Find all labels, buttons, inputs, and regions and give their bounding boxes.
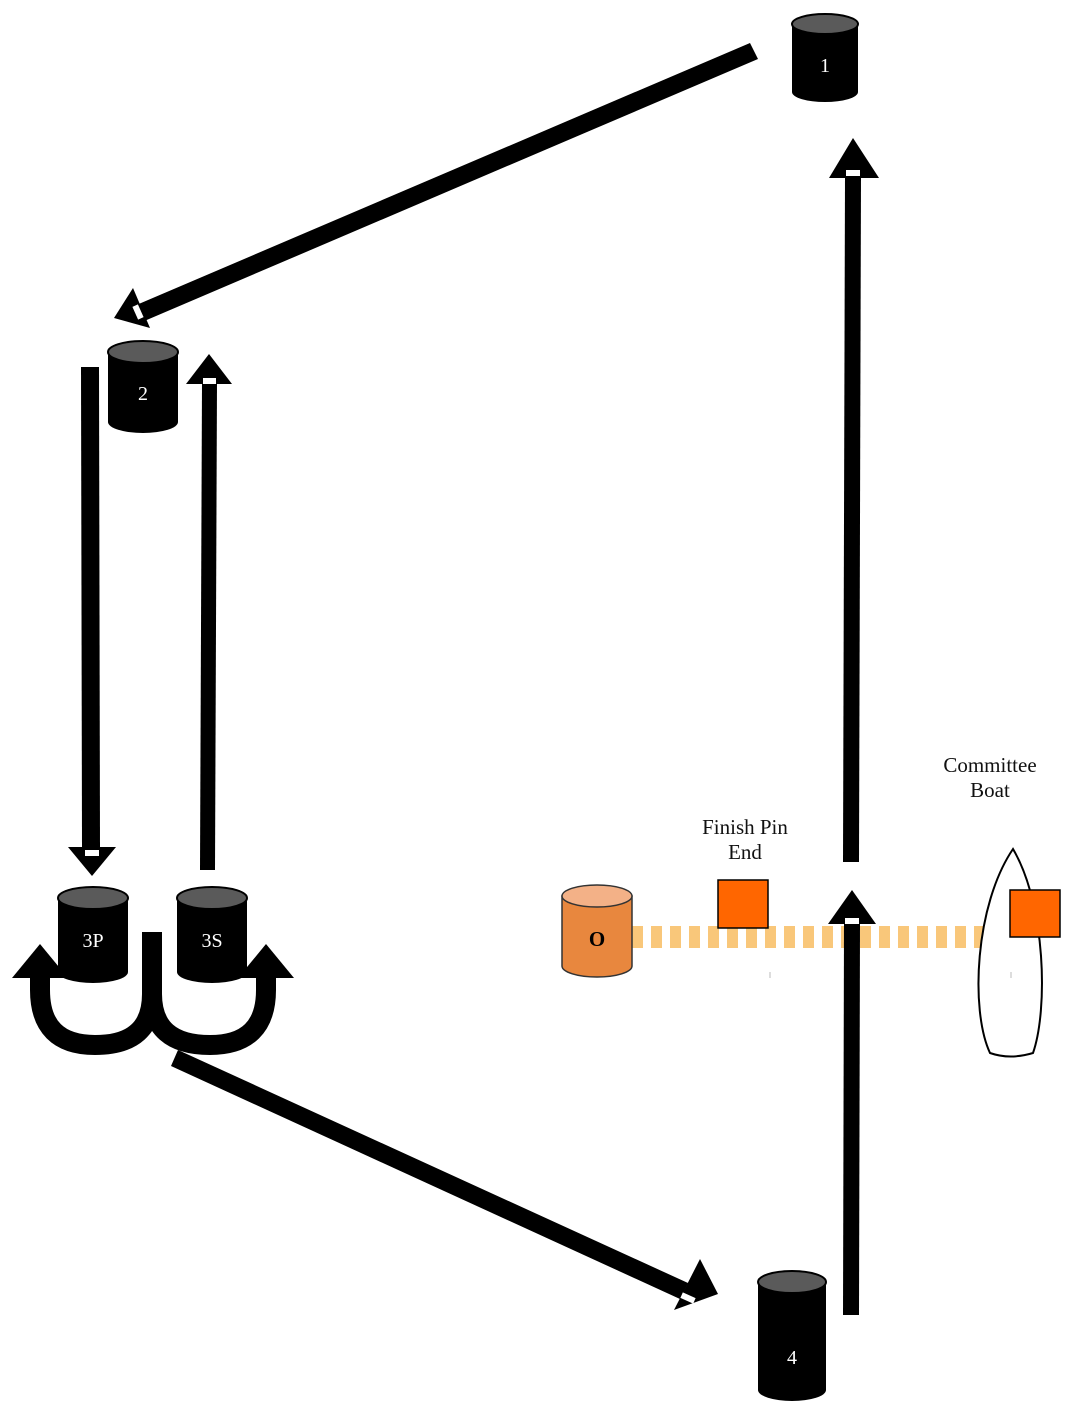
gate-3-starboard-rounding-arrow	[142, 944, 294, 1056]
offset-mark-o: O	[561, 884, 633, 978]
committee-boat-label: Committee Boat	[920, 753, 1060, 803]
offset-mark-o-label: O	[589, 927, 605, 951]
leg-finish-to-1-arrow	[829, 138, 879, 862]
leg-1-to-2-arrow	[114, 43, 758, 328]
finish-pin-end-label-line2: End	[728, 840, 762, 864]
committee-boat-label-line1: Committee	[943, 753, 1037, 777]
leg-3-to-4-arrow	[171, 1050, 718, 1310]
finish-pin-end-label-line1: Finish Pin	[702, 815, 788, 839]
committee-boat-label-line2: Boat	[970, 778, 1010, 802]
committee-boat	[977, 847, 1061, 1058]
mark-3p-label: 3P	[82, 930, 103, 952]
mark-4-label: 4	[787, 1347, 797, 1369]
mark-2: 2	[107, 340, 179, 433]
mark-4: 4	[757, 1270, 827, 1401]
mark-3s: 3S	[176, 886, 248, 983]
leg-4-to-finish-arrow	[828, 890, 876, 1315]
leg-2-to-3p-arrow	[68, 367, 116, 876]
leg-3s-to-2-arrow	[186, 354, 232, 870]
mark-3p: 3P	[57, 886, 129, 983]
mark-3s-label: 3S	[201, 930, 222, 952]
mark-1-label: 1	[820, 55, 830, 77]
mark-1: 1	[791, 13, 859, 102]
finish-pin-flag	[717, 879, 769, 929]
mark-2-label: 2	[138, 383, 148, 405]
finish-pin-end-label: Finish Pin End	[670, 815, 820, 865]
committee-boat-flag	[1009, 889, 1061, 938]
